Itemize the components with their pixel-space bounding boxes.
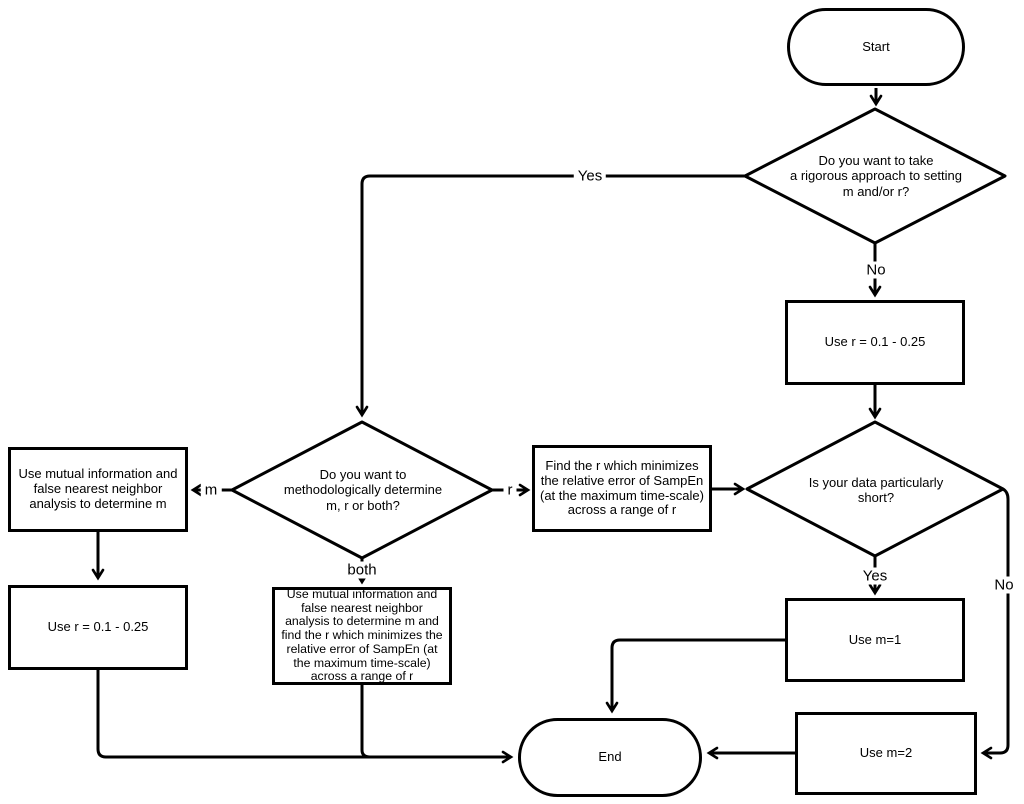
edge-use-m1-to-end [605, 638, 785, 714]
edge-use-r-left-to-end [96, 670, 514, 764]
use-r-right-node: Use r = 0.1 - 0.25 [785, 300, 965, 385]
use-r-left-node: Use r = 0.1 - 0.25 [8, 585, 188, 670]
decision-short-data-label: Is your data particularly short? [808, 474, 944, 505]
use-m1-node: Use m=1 [785, 598, 965, 682]
edge-label-no-rigorous: No [862, 261, 890, 279]
decision-rigorous-label: Do you want to take a rigorous approach … [790, 153, 962, 199]
decision-method-shape [230, 420, 494, 560]
edge-short-no-to-use-m2 [980, 487, 1010, 760]
edge-rigorous-yes-to-method [355, 174, 745, 418]
start-node: Start [787, 8, 965, 86]
decision-short-data-shape [745, 420, 1005, 558]
both-methods-node: Use mutual information and false nearest… [272, 587, 452, 685]
end-node: End [518, 718, 702, 797]
decision-rigorous-shape [743, 107, 1007, 245]
mutual-info-node: Use mutual information and false nearest… [8, 447, 188, 532]
edge-label-m-branch: m [200, 481, 222, 499]
edge-both-box-to-end-merge [360, 685, 371, 759]
edge-label-no-short: No [990, 576, 1018, 594]
use-m2-node: Use m=2 [795, 712, 977, 795]
decision-method-label: Do you want to methodologically determin… [283, 467, 443, 513]
edge-label-r-branch: r [503, 481, 517, 499]
find-r-node: Find the r which minimizes the relative … [532, 445, 712, 532]
edge-label-both-branch: both [343, 561, 381, 579]
edge-label-yes-short: Yes [858, 567, 892, 585]
edge-label-yes-rigorous: Yes [573, 167, 607, 185]
